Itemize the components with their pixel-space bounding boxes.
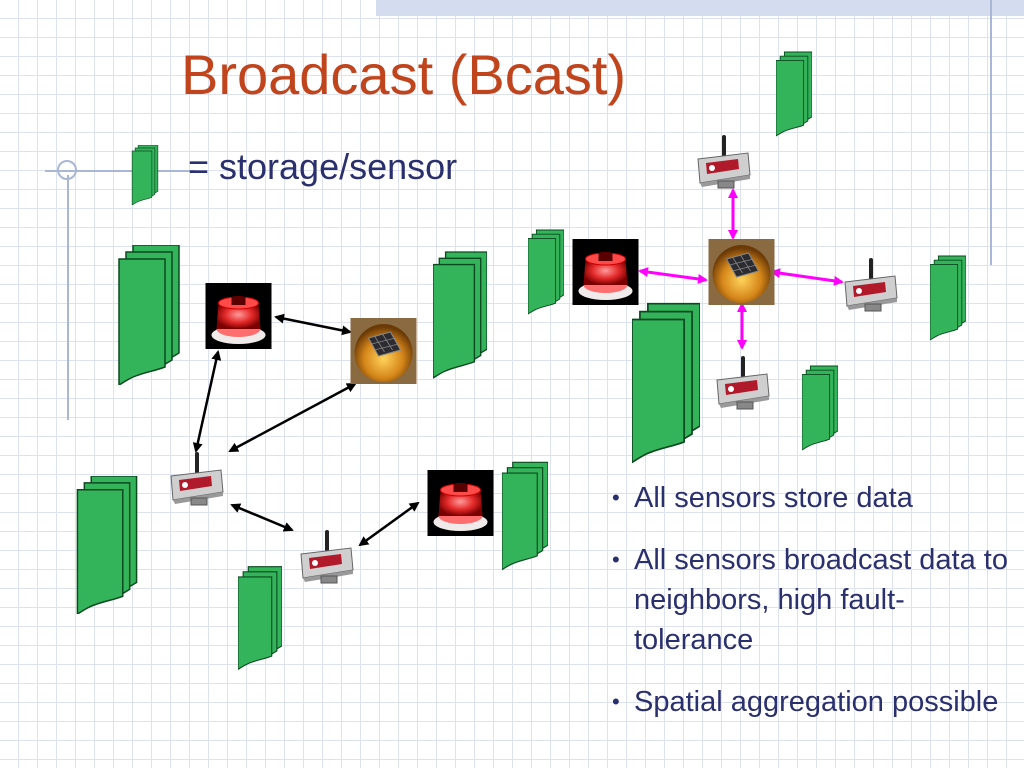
legend-storage-stack-icon: [131, 145, 159, 205]
storage-stack-icon: [632, 302, 700, 464]
link-arrow: [228, 382, 357, 453]
legend-label: = storage/sensor: [188, 146, 458, 187]
solar-light-node-icon: [350, 318, 417, 384]
storage-stack-icon: [76, 476, 138, 614]
sensor-mote-icon: [697, 134, 751, 189]
red-light-node-icon: [427, 470, 494, 536]
sensor-mote-icon: [716, 355, 770, 410]
storage-stack-icon: [502, 461, 548, 571]
storage-stack-icon: [528, 229, 564, 315]
sensor-mote-icon: [844, 257, 898, 312]
slide-title: Broadcast (Bcast): [181, 43, 627, 106]
sensor-mote-icon: [170, 451, 224, 506]
link-arrow: [230, 503, 294, 532]
link-arrow: [274, 313, 352, 336]
storage-stack-icon: [238, 566, 282, 670]
broadcast-arrow: [770, 268, 844, 286]
sensor-mote-icon: [300, 529, 354, 584]
decor-horizontal-line: [45, 170, 195, 172]
storage-stack-icon: [118, 245, 180, 385]
storage-stack-icon: [776, 51, 812, 137]
link-arrow: [192, 350, 222, 453]
broadcast-arrow: [638, 267, 708, 284]
storage-stack-icon: [930, 255, 966, 341]
decor-vertical-line: [990, 0, 992, 265]
storage-stack-icon: [802, 365, 838, 451]
top-band: [376, 0, 1024, 16]
bullet-item: Spatial aggregation possible: [608, 682, 1008, 722]
red-light-node-icon: [572, 239, 639, 305]
red-light-node-icon: [205, 283, 272, 349]
decor-left-line: [67, 175, 69, 420]
bullet-item: All sensors store data: [608, 478, 1008, 518]
solar-light-node-icon: [708, 239, 775, 305]
bullet-list: All sensors store data All sensors broad…: [608, 478, 1008, 744]
storage-stack-icon: [433, 251, 487, 379]
bullet-item: All sensors broadcast data to neighbors,…: [608, 540, 1008, 660]
decor-circle: [57, 160, 77, 180]
link-arrow: [358, 501, 420, 547]
